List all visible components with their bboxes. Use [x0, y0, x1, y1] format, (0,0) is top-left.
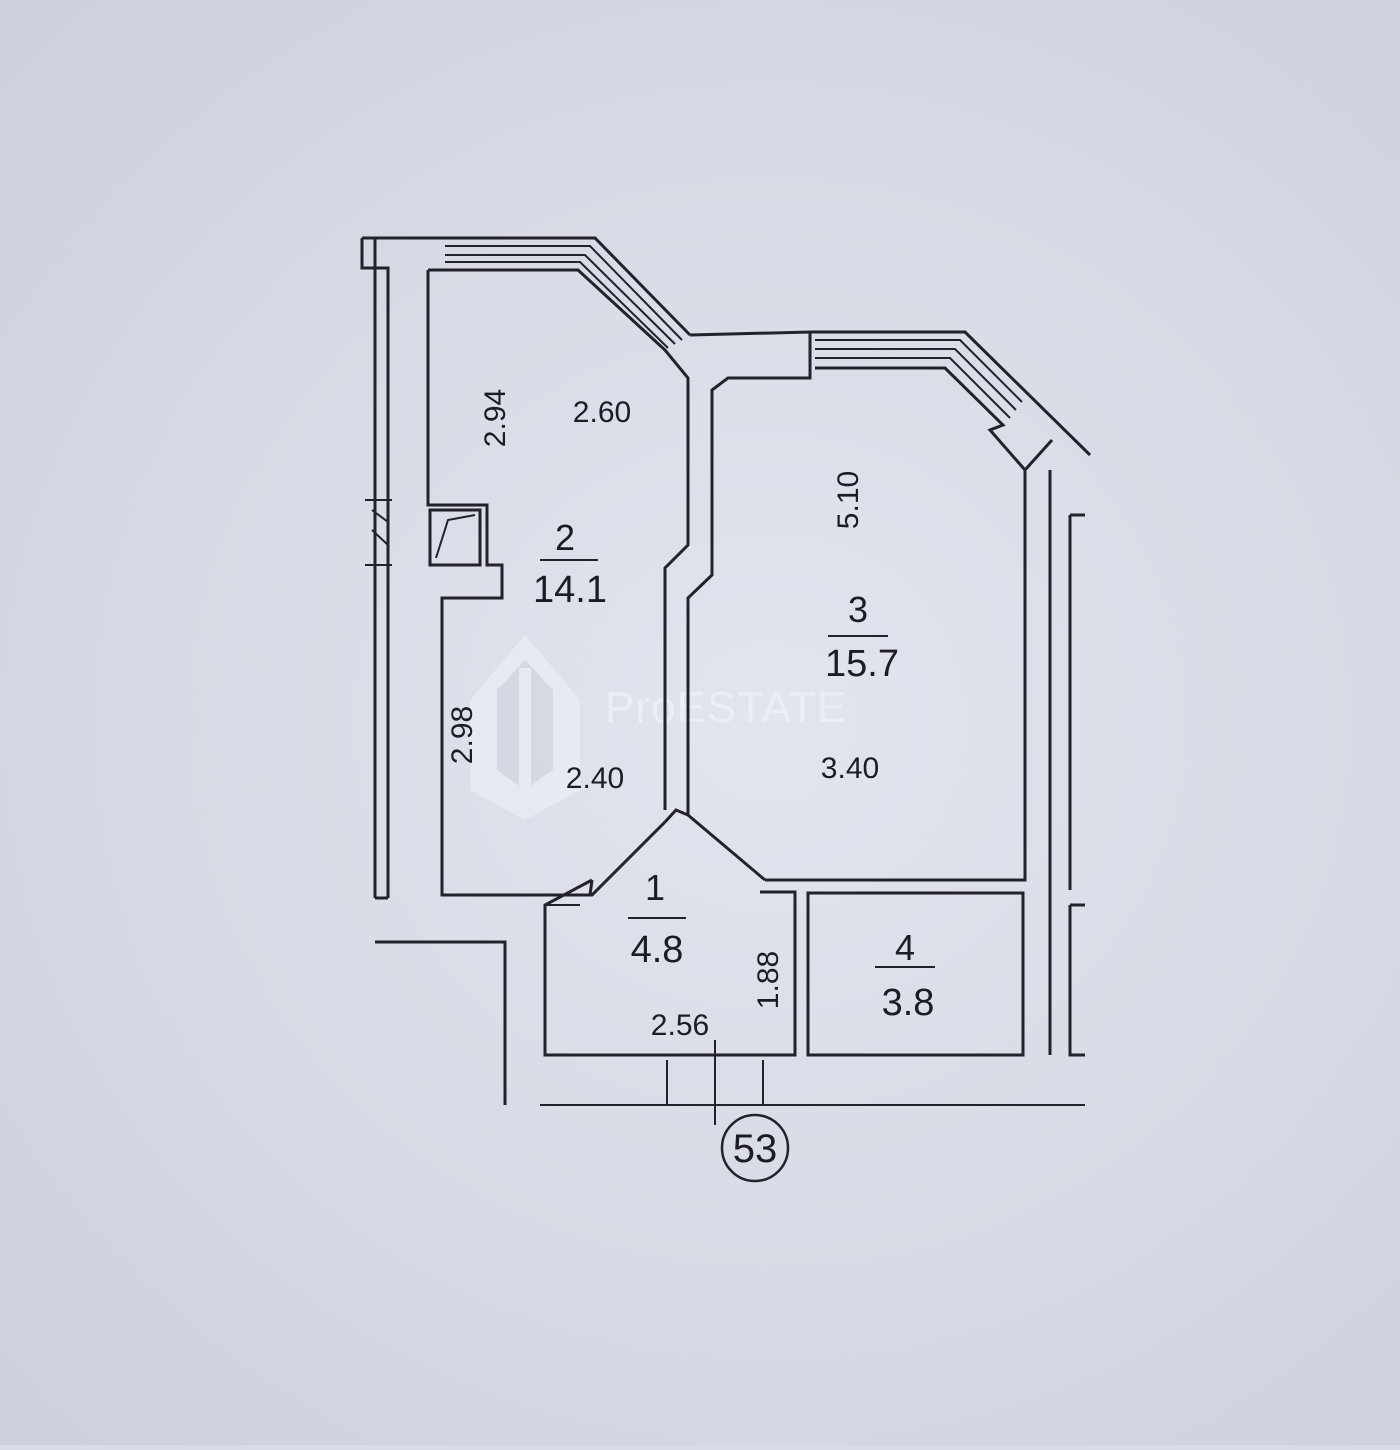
room-3-height-dim: 5.10 — [832, 471, 865, 529]
room-2-walls — [426, 236, 692, 897]
axis-marker-label: 53 — [733, 1127, 778, 1171]
left-outer-wall — [360, 236, 445, 898]
room-2-top-dim: 2.60 — [573, 396, 631, 429]
room-1-walls — [543, 878, 797, 1057]
room-3-width-dim: 3.40 — [821, 752, 879, 785]
axis-marker-circle — [720, 1113, 790, 1183]
right-outer-wall — [1048, 470, 1085, 1057]
room-4-number: 4 — [895, 927, 915, 968]
room-2-left-lower-dim: 2.98 — [446, 706, 479, 764]
room-2-area: 14.1 — [533, 569, 607, 611]
room-2-number: 2 — [555, 517, 575, 558]
room-1-width-dim: 2.56 — [651, 1009, 709, 1042]
room-1-number: 1 — [645, 867, 665, 908]
axis-grid — [540, 1040, 1085, 1183]
room-1-area: 4.8 — [631, 929, 684, 971]
room-2-bottom-dim: 2.40 — [566, 762, 624, 795]
corridor-walls — [375, 896, 507, 1105]
room-3-walls — [765, 330, 1092, 882]
middle-partition — [663, 330, 812, 882]
watermark-text: ProESTATE — [605, 683, 847, 732]
room-3-area: 15.7 — [825, 643, 899, 685]
room-4-walls — [806, 891, 1025, 1057]
watermark-logo — [470, 635, 580, 820]
room-2-left-upper-dim: 2.94 — [479, 389, 512, 447]
room-3-number: 3 — [848, 589, 868, 630]
room-4-area: 3.8 — [882, 982, 935, 1024]
room-1-height-dim: 1.88 — [752, 951, 785, 1009]
